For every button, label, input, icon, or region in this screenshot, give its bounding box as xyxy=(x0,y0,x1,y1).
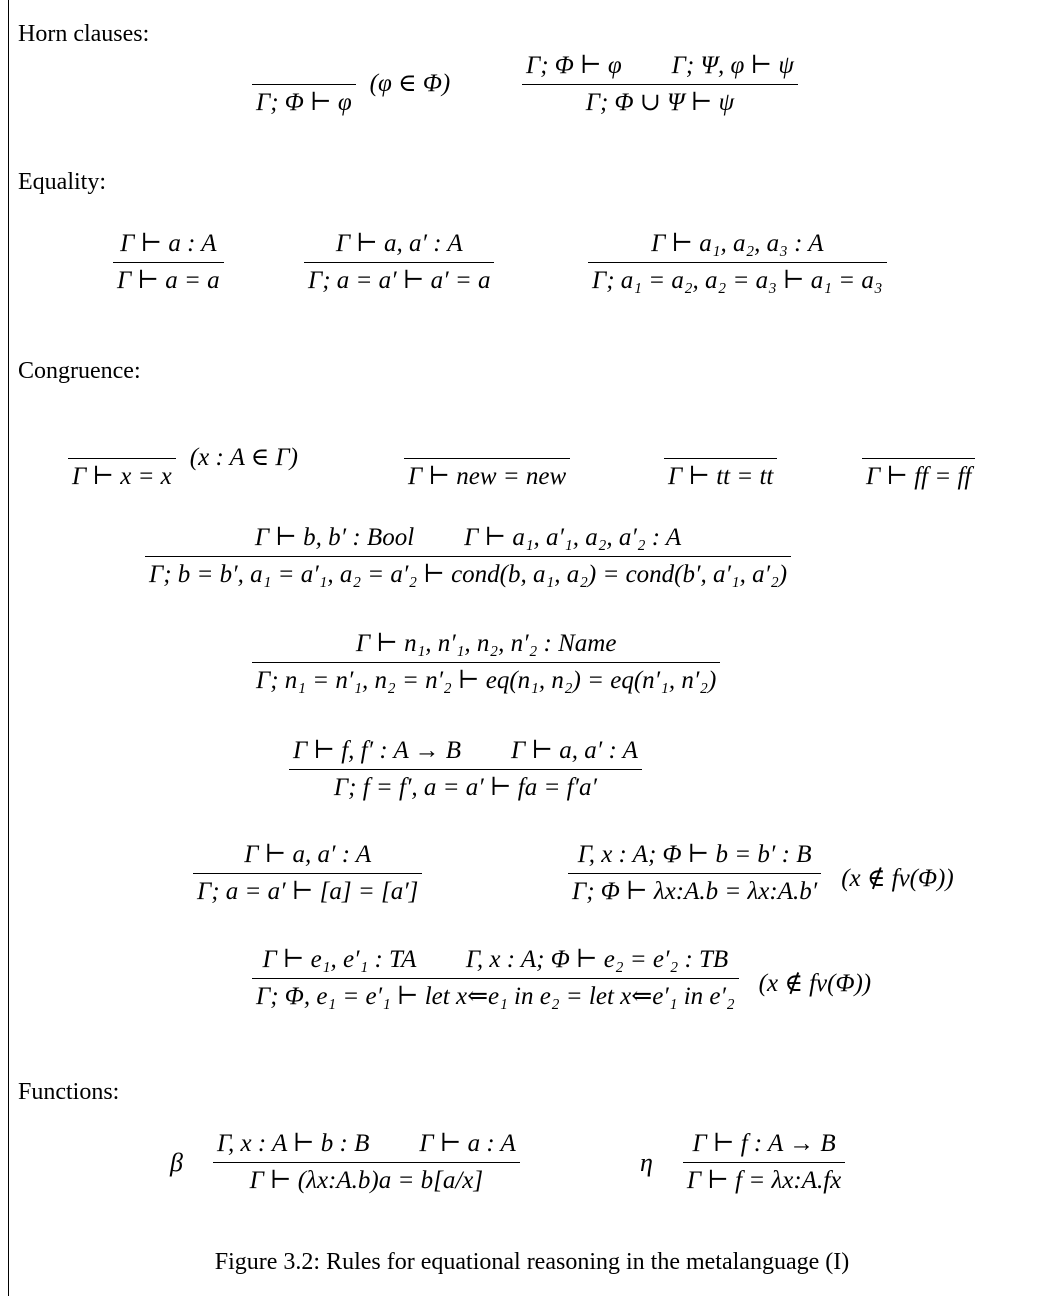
side-condition: (φ ∈ Φ) xyxy=(369,69,451,97)
side-condition: (x ∉ fv(Φ)) xyxy=(841,864,954,892)
inference-bar xyxy=(304,262,495,263)
rule-cong-let: Γ ⊢ e₁, e′₁ : TA Γ, x : A; Φ ⊢ e₂ = e′₂ … xyxy=(252,944,871,1013)
rule-label-beta: β xyxy=(170,1147,183,1177)
left-frame-line xyxy=(8,0,9,1296)
inference-bar xyxy=(252,84,356,85)
section-heading-functions: Functions: xyxy=(18,1079,120,1105)
rule-premise: Γ ⊢ a₁, a₂, a₃ : A xyxy=(651,230,824,257)
inference-bar xyxy=(68,458,176,459)
rule-eq-trans: Γ ⊢ a₁, a₂, a₃ : A Γ; a₁ = a₂, a₂ = a₃ ⊢… xyxy=(588,228,887,297)
rule-cong-app: Γ ⊢ f, f′ : A → B Γ ⊢ a, a′ : A Γ; f = f… xyxy=(289,735,642,804)
section-heading-congruence: Congruence: xyxy=(18,358,141,384)
rule-conclusion: Γ; b = b′, a₁ = a′₁, a₂ = a′₂ ⊢ cond(b, … xyxy=(149,561,788,588)
rule-conclusion: Γ; a = a′ ⊢ [a] = [a′] xyxy=(197,878,419,905)
rule-cong-new: Γ ⊢ new = new xyxy=(404,424,571,493)
rule-conclusion: Γ ⊢ a = a xyxy=(117,267,220,294)
inference-bar xyxy=(682,1162,846,1163)
inference-bar xyxy=(212,1162,520,1163)
rule-conclusion: Γ ⊢ x = x xyxy=(72,463,172,490)
rule-conclusion: Γ; Φ ∪ Ψ ⊢ ψ xyxy=(585,89,735,116)
rule-conclusion: Γ; f = f′, a = a′ ⊢ fa = f′a′ xyxy=(333,774,597,801)
inference-bar xyxy=(252,978,739,979)
section-heading-horn: Horn clauses: xyxy=(18,21,150,47)
rule-horn-axiom: Γ; Φ ⊢ φ (φ ∈ Φ) xyxy=(252,50,450,119)
rule-conclusion: Γ ⊢ (λx:A.b)a = b[a/x] xyxy=(249,1167,484,1194)
rule-conclusion: Γ; Φ ⊢ λx:A.b = λx:A.b′ xyxy=(572,878,818,905)
rule-cong-ff: Γ ⊢ ff = ff xyxy=(862,424,976,493)
rule-cong-eq: Γ ⊢ n₁, n′₁, n₂, n′₂ : Name Γ; n₁ = n′₁,… xyxy=(252,628,721,697)
side-condition: (x : A ∈ Γ) xyxy=(189,443,298,471)
rule-premise: Γ ⊢ a, a′ : A xyxy=(244,841,372,868)
rule-label-eta: η xyxy=(640,1147,653,1177)
rule-eq-refl: Γ ⊢ a : A Γ ⊢ a = a xyxy=(113,228,224,297)
rule-premise: Γ, x : A ⊢ b : B Γ ⊢ a : A xyxy=(216,1130,516,1157)
rule-premise: Γ ⊢ a, a′ : A xyxy=(335,230,463,257)
inference-bar xyxy=(252,662,721,663)
rule-conclusion: Γ ⊢ f = λx:A.fx xyxy=(686,1167,842,1194)
rule-conclusion: Γ; a₁ = a₂, a₂ = a₃ ⊢ a₁ = a₃ xyxy=(592,267,883,294)
inference-bar xyxy=(289,769,642,770)
rule-horn-cut: Γ; Φ ⊢ φ Γ; Ψ, φ ⊢ ψ Γ; Φ ∪ Ψ ⊢ ψ xyxy=(522,50,798,119)
rule-premise: Γ ⊢ b, b′ : Bool Γ ⊢ a₁, a′₁, a₂, a′₂ : … xyxy=(254,524,682,551)
rule-conclusion: Γ ⊢ ff = ff xyxy=(866,463,972,490)
rule-cong-lambda: Γ, x : A; Φ ⊢ b = b′ : B Γ; Φ ⊢ λx:A.b =… xyxy=(568,839,954,908)
rule-premise: Γ ⊢ f, f′ : A → B Γ ⊢ a, a′ : A xyxy=(293,737,638,764)
rule-premise: Γ, x : A; Φ ⊢ b = b′ : B xyxy=(577,841,812,868)
section-heading-equality: Equality: xyxy=(18,169,106,195)
rule-premise: Γ ⊢ e₁, e′₁ : TA Γ, x : A; Φ ⊢ e₂ = e′₂ … xyxy=(262,946,729,973)
rule-conclusion: Γ; n₁ = n′₁, n₂ = n′₂ ⊢ eq(n₁, n₂) = eq(… xyxy=(256,667,717,694)
rule-premise: Γ ⊢ f : A → B xyxy=(692,1130,836,1157)
side-condition: (x ∉ fv(Φ)) xyxy=(758,969,872,997)
rule-conclusion: Γ ⊢ tt = tt xyxy=(668,463,774,490)
figure-caption: Figure 3.2: Rules for equational reasoni… xyxy=(214,1249,850,1275)
inference-bar xyxy=(193,873,423,874)
rule-cong-unit: Γ ⊢ a, a′ : A Γ; a = a′ ⊢ [a] = [a′] xyxy=(193,839,423,908)
rule-premise xyxy=(717,424,725,456)
rule-conclusion: Γ; Φ ⊢ φ xyxy=(256,89,352,116)
rule-premise xyxy=(483,424,491,456)
inference-bar xyxy=(404,458,571,459)
rule-premise xyxy=(118,424,126,456)
rule-conclusion: Γ ⊢ new = new xyxy=(408,463,567,490)
rule-premise xyxy=(300,50,308,82)
inference-bar xyxy=(113,262,224,263)
inference-bar xyxy=(862,458,976,459)
rule-fun-beta: β Γ, x : A ⊢ b : B Γ ⊢ a : A Γ ⊢ (λx:A.b… xyxy=(170,1128,520,1197)
inference-bar xyxy=(522,84,798,85)
rule-eq-sym: Γ ⊢ a, a′ : A Γ; a = a′ ⊢ a′ = a xyxy=(304,228,495,297)
rule-cong-var: Γ ⊢ x = x (x : A ∈ Γ) xyxy=(68,424,298,493)
rule-conclusion: Γ; a = a′ ⊢ a′ = a xyxy=(308,267,491,294)
inference-bar xyxy=(145,556,792,557)
inference-bar xyxy=(568,873,822,874)
inference-bar xyxy=(588,262,887,263)
rule-fun-eta: η Γ ⊢ f : A → B Γ ⊢ f = λx:A.fx xyxy=(640,1128,846,1197)
rule-premise: Γ ⊢ n₁, n′₁, n₂, n′₂ : Name xyxy=(355,630,617,657)
rule-premise: Γ; Φ ⊢ φ Γ; Ψ, φ ⊢ ψ xyxy=(526,52,794,79)
inference-bar xyxy=(664,458,778,459)
rule-premise xyxy=(915,424,923,456)
rule-premise: Γ ⊢ a : A xyxy=(120,230,217,257)
rule-conclusion: Γ; Φ, e₁ = e′₁ ⊢ let x⇐e₁ in e₂ = let x⇐… xyxy=(256,983,735,1010)
rule-cong-tt: Γ ⊢ tt = tt xyxy=(664,424,778,493)
rule-cong-cond: Γ ⊢ b, b′ : Bool Γ ⊢ a₁, a′₁, a₂, a′₂ : … xyxy=(145,522,792,591)
